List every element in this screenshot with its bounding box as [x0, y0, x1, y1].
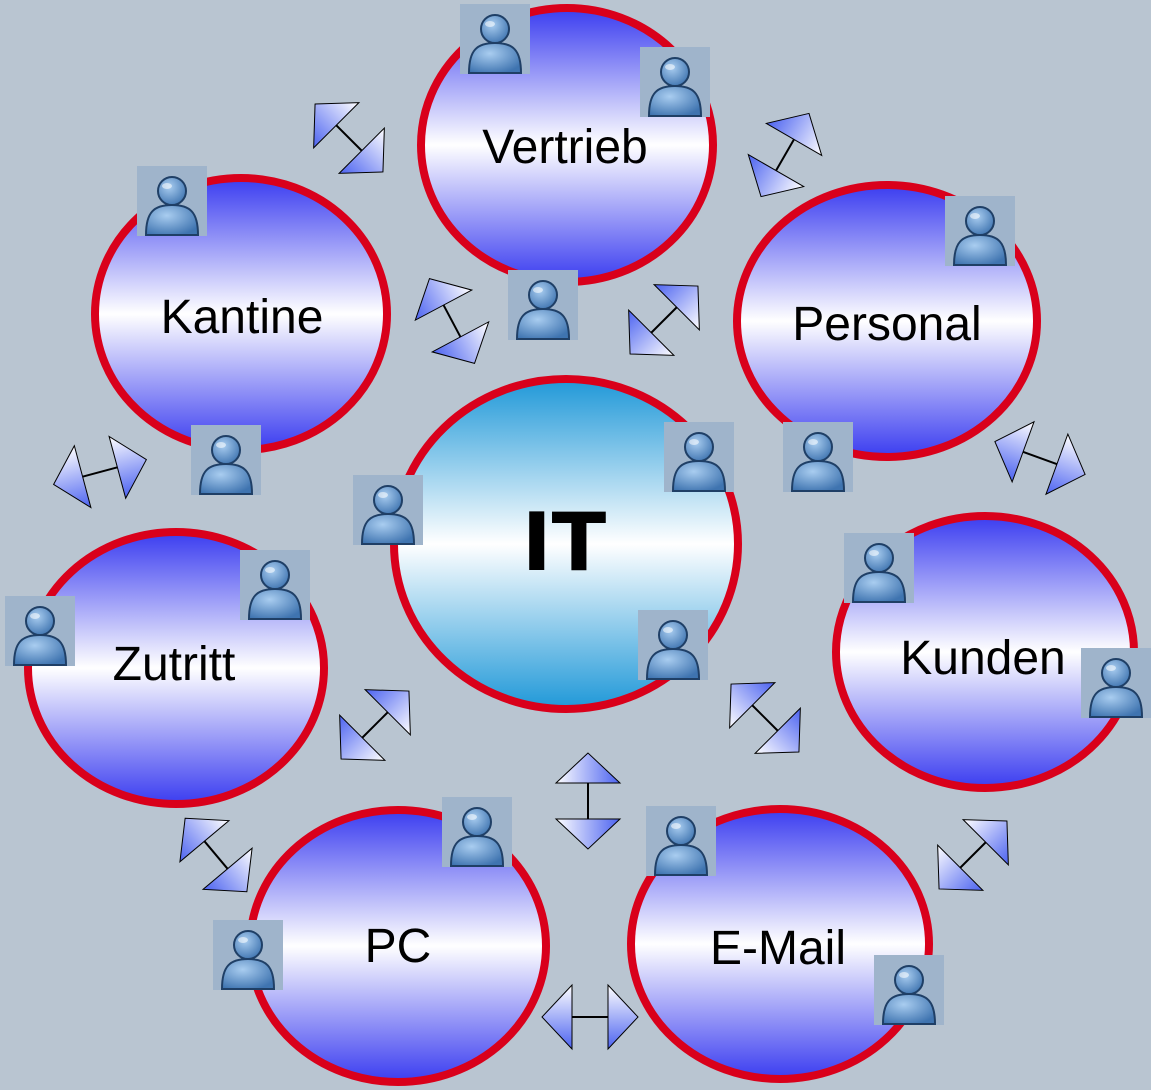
node-kunden-label: Kunden	[900, 632, 1066, 685]
user-avatar-icon	[639, 46, 711, 118]
hub-it-label: IT	[522, 496, 607, 589]
user-avatar-icon	[507, 269, 579, 341]
node-pc-label: PC	[365, 920, 432, 973]
node-zutritt-label: Zutritt	[113, 638, 236, 691]
node-personal-label: Personal	[792, 298, 981, 351]
user-avatar-icon	[352, 474, 424, 546]
user-avatar-icon	[645, 805, 717, 877]
user-avatar-icon	[190, 424, 262, 496]
user-avatar-icon	[459, 3, 531, 75]
user-avatar-icon	[136, 165, 208, 237]
node-vertrieb-label: Vertrieb	[482, 121, 647, 174]
user-avatar-icon	[441, 796, 513, 868]
user-avatar-icon	[1080, 647, 1151, 719]
node-kantine: Kantine	[91, 174, 391, 454]
node-email: E-Mail	[627, 805, 933, 1083]
user-avatar-icon	[4, 595, 76, 667]
user-avatar-icon	[239, 549, 311, 621]
user-avatar-icon	[944, 195, 1016, 267]
user-avatar-icon	[663, 421, 735, 493]
user-avatar-icon	[843, 532, 915, 604]
node-kantine-label: Kantine	[161, 291, 324, 344]
user-avatar-icon	[212, 919, 284, 991]
user-avatar-icon	[782, 421, 854, 493]
user-avatar-icon	[637, 609, 709, 681]
node-email-label: E-Mail	[710, 922, 846, 975]
user-avatar-icon	[873, 954, 945, 1026]
